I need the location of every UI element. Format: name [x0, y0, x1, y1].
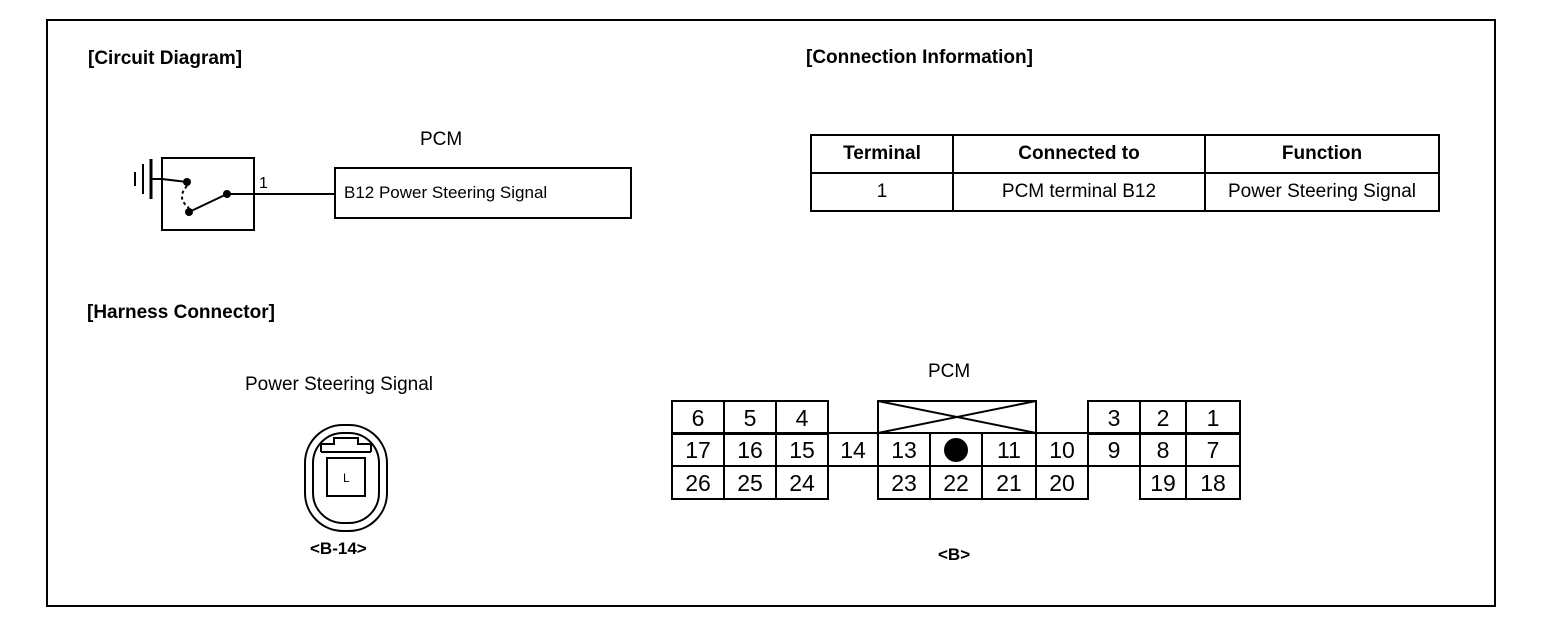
pcm-pin-label-17: 17: [685, 437, 711, 463]
pcm-pin-label-2: 2: [1157, 405, 1170, 431]
pcm-pin-label-8: 8: [1157, 437, 1170, 463]
pcm-pin-label-3: 3: [1108, 405, 1121, 431]
pcm-pin-label-11: 11: [997, 437, 1021, 463]
pcm-pin-label-7: 7: [1207, 437, 1220, 463]
pcm-pin-12-marker: [944, 438, 968, 462]
connector-terminal-letter: L: [343, 471, 350, 485]
connector-terminal: [326, 457, 366, 497]
table-header-row: Terminal Connected to Function: [810, 134, 1440, 174]
cell-terminal: 1: [810, 172, 954, 212]
pcm-pin-label-1: 1: [1207, 405, 1220, 431]
header-function: Function: [1204, 134, 1440, 174]
switch-actuator: [181, 185, 190, 209]
pcm-key-cross-2: [877, 400, 1037, 434]
pcm-pin-label-24: 24: [789, 470, 815, 496]
pcm-pin-label-22: 22: [943, 470, 969, 496]
connection-table: Terminal Connected to Function 1 PCM ter…: [810, 134, 1440, 212]
header-connected-to: Connected to: [952, 134, 1206, 174]
cell-function: Power Steering Signal: [1204, 172, 1440, 212]
harness-connector-heading: [Harness Connector]: [87, 302, 275, 323]
pcm-pin-label-9: 9: [1108, 437, 1121, 463]
pcm-pin-label-26: 26: [685, 470, 711, 496]
pcm-pin-label-16: 16: [737, 437, 763, 463]
pin-1-label: 1: [259, 175, 268, 192]
pcm-connector-id: <B>: [938, 545, 971, 564]
pcm-pin-label-23: 23: [891, 470, 917, 496]
switch-blade: [188, 193, 228, 213]
pcm-pin-label-25: 25: [737, 470, 763, 496]
header-terminal: Terminal: [810, 134, 954, 174]
pcm-pin-label-5: 5: [744, 405, 757, 431]
pcm-pin-label-18: 18: [1200, 470, 1226, 496]
pcm-box: B12 Power Steering Signal: [334, 167, 632, 219]
switch-lead: [161, 178, 188, 183]
connector-inner-shell: [312, 432, 380, 524]
pcm-pin-label-20: 20: [1049, 470, 1075, 496]
connector-latch: [320, 437, 372, 452]
connection-information-heading: [Connection Information]: [806, 47, 1033, 68]
switch-connector-title: Power Steering Signal: [245, 374, 433, 395]
cell-connected-to: PCM terminal B12: [952, 172, 1206, 212]
pcm-pin-label-13: 13: [891, 437, 917, 463]
pcm-pin-label-15: 15: [789, 437, 815, 463]
pcm-label: PCM: [420, 129, 463, 150]
connector-outer-shell: [304, 424, 388, 532]
circuit-diagram-heading: [Circuit Diagram]: [88, 48, 243, 69]
pcm-pin-label-10: 10: [1049, 437, 1075, 463]
pcm-pin-cell-20: [1035, 465, 1089, 500]
pcm-pin-label-21: 21: [996, 470, 1022, 496]
table-row: 1 PCM terminal B12 Power Steering Signal: [810, 172, 1440, 212]
pcm-pin-label-19: 19: [1150, 470, 1176, 496]
pcm-pin-label-6: 6: [692, 405, 705, 431]
switch-connector-id: <B-14>: [310, 539, 367, 558]
pcm-connector-title: PCM: [928, 361, 971, 382]
pcm-pin-label-4: 4: [796, 405, 809, 431]
diagram-frame: [46, 19, 1496, 607]
pcm-pin-label-14: 14: [840, 437, 866, 463]
pcm-pin-cell-18: [1185, 465, 1241, 500]
pcm-pin-cell-24: [775, 465, 829, 500]
pcm-box-text: B12 Power Steering Signal: [344, 183, 548, 202]
